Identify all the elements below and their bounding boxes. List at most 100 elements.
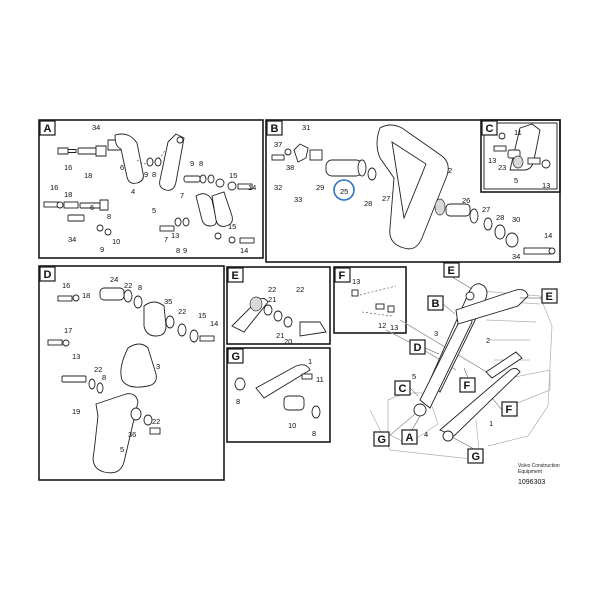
part-number-label: 15 [228, 222, 236, 231]
part-number-label: 17 [64, 326, 72, 335]
panel-g: G 1 11 8 10 8 [226, 347, 331, 443]
part-number-label: 8 [107, 212, 111, 221]
part-number-label: 30 [512, 215, 520, 224]
part-number-label: 8 [236, 397, 240, 406]
overview-tag-f-left[interactable] [459, 377, 476, 393]
overview-tag-label: E [546, 291, 553, 303]
part-number-label: 35 [164, 297, 172, 306]
panel-a-lower-parts [43, 199, 255, 244]
part-number-label: 27 [482, 205, 490, 214]
part-number-label: 8 [102, 373, 106, 382]
part-number-label: 1 [489, 419, 493, 428]
part-number-label: 34 [92, 123, 100, 132]
panel-f-label: F [339, 270, 346, 282]
panel-d-parts [47, 287, 215, 474]
part-number-label: 5 [152, 206, 156, 215]
part-number-label: 13 [542, 181, 550, 190]
part-number-label: 16 [50, 183, 58, 192]
part-number-label: 6 [90, 203, 94, 212]
overview-tag-label: A [406, 432, 414, 444]
part-number-label: 13 [390, 323, 398, 332]
part-number-label: 2 [448, 166, 452, 175]
overview-tag-label: B [432, 298, 440, 310]
part-number-label: 14 [210, 319, 218, 328]
overview-tag-e-right[interactable] [541, 288, 558, 304]
part-number-label: 34 [68, 235, 76, 244]
panel-d-tag[interactable] [39, 266, 56, 282]
panel-d-frame [38, 265, 225, 481]
panel-f-frame [333, 266, 407, 334]
panel-d-numbers: 16 18 24 22 8 35 22 15 14 17 13 3 22 8 1… [62, 275, 218, 454]
panel-c-parts [493, 123, 551, 171]
panel-b-numbers: 31 37 38 29 25 28 27 2 32 33 26 27 28 30… [274, 123, 552, 261]
part-number-label: 14 [544, 231, 552, 240]
part-number-label: 11 [514, 128, 522, 137]
overview-tag-d[interactable] [409, 339, 426, 355]
panel-g-tag[interactable] [227, 348, 244, 364]
panel-e-label: E [232, 270, 239, 282]
part-number-label: 10 [112, 237, 120, 246]
part-number-label: 13 [352, 277, 360, 286]
overview-tag-e-top[interactable] [443, 262, 460, 278]
panel-c-frame [480, 119, 561, 193]
part-number-label: 8 [152, 170, 156, 179]
panel-g-label: G [232, 351, 241, 363]
panel-b-parts [271, 124, 556, 255]
panel-e: E 22 21 22 21 20 [226, 266, 331, 346]
part-number-label: 24 [110, 275, 118, 284]
overview-tag-f-right[interactable] [501, 401, 518, 417]
overview-tag-a[interactable] [401, 429, 418, 445]
part-number-label: 3 [156, 362, 160, 371]
panel-e-numbers: 22 21 22 21 20 [268, 285, 304, 346]
part-number-label: 28 [364, 199, 372, 208]
part-number-label: 34 [512, 252, 520, 261]
part-number-label: 31 [302, 123, 310, 132]
part-number-label: 4 [424, 430, 428, 439]
part-number-label: 14 [248, 183, 256, 192]
part-number-label: 20 [284, 337, 292, 346]
panel-g-numbers: 1 11 8 10 8 [236, 357, 324, 438]
part-number-label: 13 [488, 156, 496, 165]
part-number-label: 1 [308, 357, 312, 366]
overview-tag-label: D [414, 342, 422, 354]
part-number-label: 18 [84, 171, 92, 180]
panel-a-tag[interactable] [39, 120, 56, 136]
panel-g-frame [226, 347, 331, 443]
part-number-label: 32 [274, 183, 282, 192]
overview-numbers: 3 2 5 4 1 [412, 329, 493, 439]
part-number-label: 22 [178, 307, 186, 316]
panel-d-label: D [44, 269, 52, 281]
panel-b-tag[interactable] [266, 120, 283, 136]
panel-e-tag[interactable] [227, 267, 244, 283]
part-number-label: 26 [462, 196, 470, 205]
panel-c-tag[interactable] [481, 120, 498, 136]
overview-tag-g-left[interactable] [373, 431, 390, 447]
overview-tag-g-bottom[interactable] [467, 448, 484, 464]
part-number-label: 16 [62, 281, 70, 290]
part-number-label: 21 [276, 331, 284, 340]
overview-tag-b[interactable] [427, 295, 444, 311]
panel-f-numbers: 13 12 13 [352, 277, 398, 332]
panel-e-parts [231, 296, 327, 337]
part-number-label: 27 [382, 194, 390, 203]
part-number-label: 18 [64, 190, 72, 199]
part-number-label: 8 [138, 283, 142, 292]
overview-leaders [388, 276, 542, 450]
overview-tag-label: E [448, 265, 455, 277]
panel-a-upper-parts [57, 133, 253, 227]
overview-tag-label: G [472, 451, 481, 463]
caption-line2: Equipment [518, 469, 543, 475]
panel-a-label: A [44, 123, 52, 135]
overview-arms [413, 283, 529, 442]
overview-tag-label: F [464, 380, 471, 392]
part-number-label: 7 [164, 235, 168, 244]
part-number-label: 22 [124, 281, 132, 290]
highlight-circle-25[interactable] [333, 179, 355, 201]
part-number-label: 12 [378, 321, 386, 330]
part-number-label: 7 [180, 191, 184, 200]
part-number-label: 22 [94, 365, 102, 374]
part-number-label: 8 [176, 246, 180, 255]
part-number-label: 21 [268, 295, 276, 304]
panel-f-tag[interactable] [334, 267, 351, 283]
